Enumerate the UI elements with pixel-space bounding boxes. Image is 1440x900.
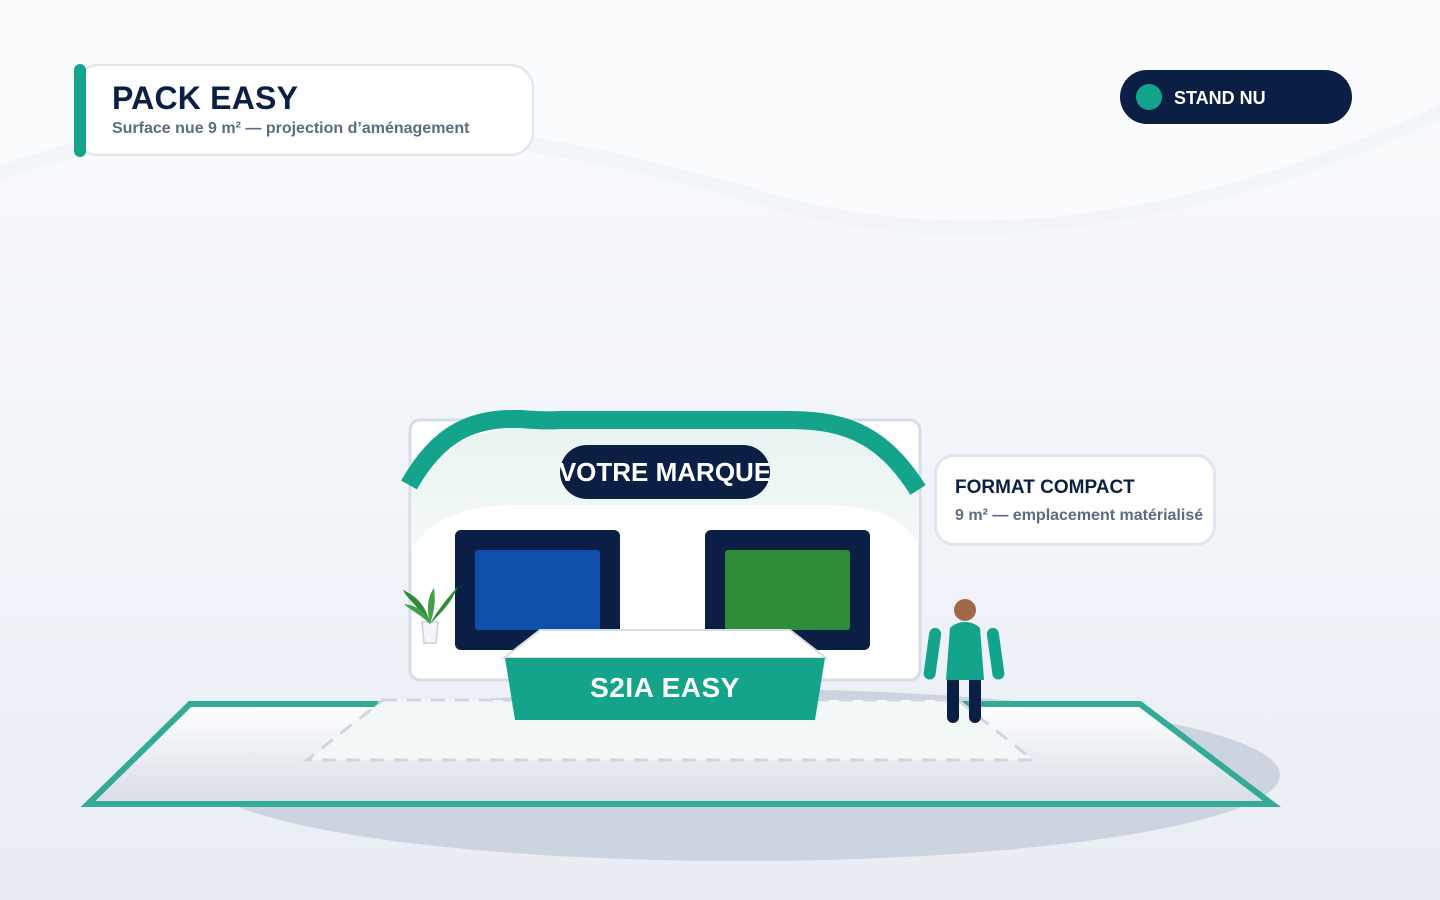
arch-frame	[401, 409, 926, 495]
screen-left	[475, 550, 600, 630]
background-wave	[0, 0, 1440, 221]
brand-label: VOTRE MARQUE	[558, 456, 772, 487]
page-subtitle: Surface nue 9 m² — projection d’aménagem…	[112, 120, 470, 137]
counter-label: S2IA EASY	[590, 672, 740, 703]
title-accent-bar	[74, 64, 86, 157]
info-card	[934, 454, 1216, 546]
screen-right	[725, 550, 850, 630]
brand-badge: VOTRE MARQUE	[558, 445, 772, 499]
counter-top	[501, 629, 829, 659]
page-title: PACK EASY	[112, 80, 299, 116]
floor-footprint	[302, 698, 1038, 762]
plant-icon	[403, 586, 458, 644]
status-badge: STAND NU	[1120, 70, 1352, 124]
status-dot-icon	[1136, 84, 1162, 110]
visitor-figure	[923, 599, 1005, 723]
title-card	[74, 64, 534, 156]
info-card-title: FORMAT COMPACT	[955, 477, 1135, 498]
info-card-subtitle: 9 m² — emplacement matérialisé	[955, 507, 1204, 524]
status-badge-label: STAND NU	[1174, 88, 1266, 108]
counter-front	[505, 658, 825, 720]
